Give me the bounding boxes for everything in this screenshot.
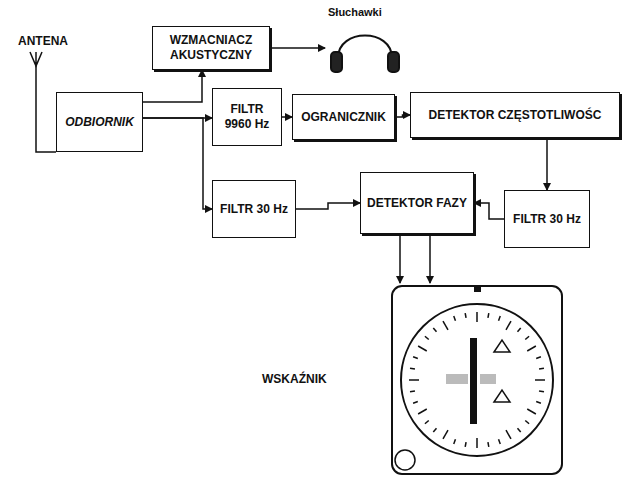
vor-indicator (392, 286, 562, 474)
filter-box: FILTR 30 Hz (504, 190, 590, 248)
signal-connector (546, 138, 548, 190)
signal-connector (474, 203, 504, 219)
indicator-wire (429, 236, 431, 283)
antenna-label: ANTENA (18, 34, 68, 48)
detector-box: DETEKTOR CZĘSTOTLIWOŚC (410, 92, 620, 138)
node-label: ODBIORNIK (61, 113, 138, 132)
node-label: WZMACNIACZ AKUSTYCZNY (153, 31, 269, 65)
signal-connector (395, 115, 410, 117)
signal-connector (282, 116, 292, 118)
signal-connector (143, 118, 212, 209)
node-label: FILTR 9960 Hz (213, 100, 281, 134)
headphones-icon (331, 36, 399, 73)
antenna-symbol (30, 52, 56, 152)
indicator-label: WSKAŹNIK (262, 372, 327, 386)
node-label: OGRANICZNIK (297, 108, 390, 127)
audio-wire (262, 47, 325, 49)
node-label: FILTR 30 Hz (216, 200, 292, 219)
limiter-box: OGRANICZNIK (292, 94, 395, 140)
filter-box: FILTR 9960 Hz (212, 88, 282, 146)
detector-box: DETEKTOR FAZY (360, 172, 474, 234)
signal-connector (296, 203, 360, 209)
receiver-box: ODBIORNIK (56, 92, 143, 152)
node-label: DETEKTOR FAZY (363, 194, 471, 213)
node-label: DETEKTOR CZĘSTOTLIWOŚC (425, 106, 606, 125)
amplifier-box: WZMACNIACZ AKUSTYCZNY (152, 26, 270, 70)
indicator-wire (399, 236, 401, 283)
node-label: FILTR 30 Hz (509, 210, 585, 229)
signal-connector (143, 70, 202, 102)
headphones-label: Słuchawki (328, 6, 382, 18)
filter-box: FILTR 30 Hz (212, 180, 296, 238)
